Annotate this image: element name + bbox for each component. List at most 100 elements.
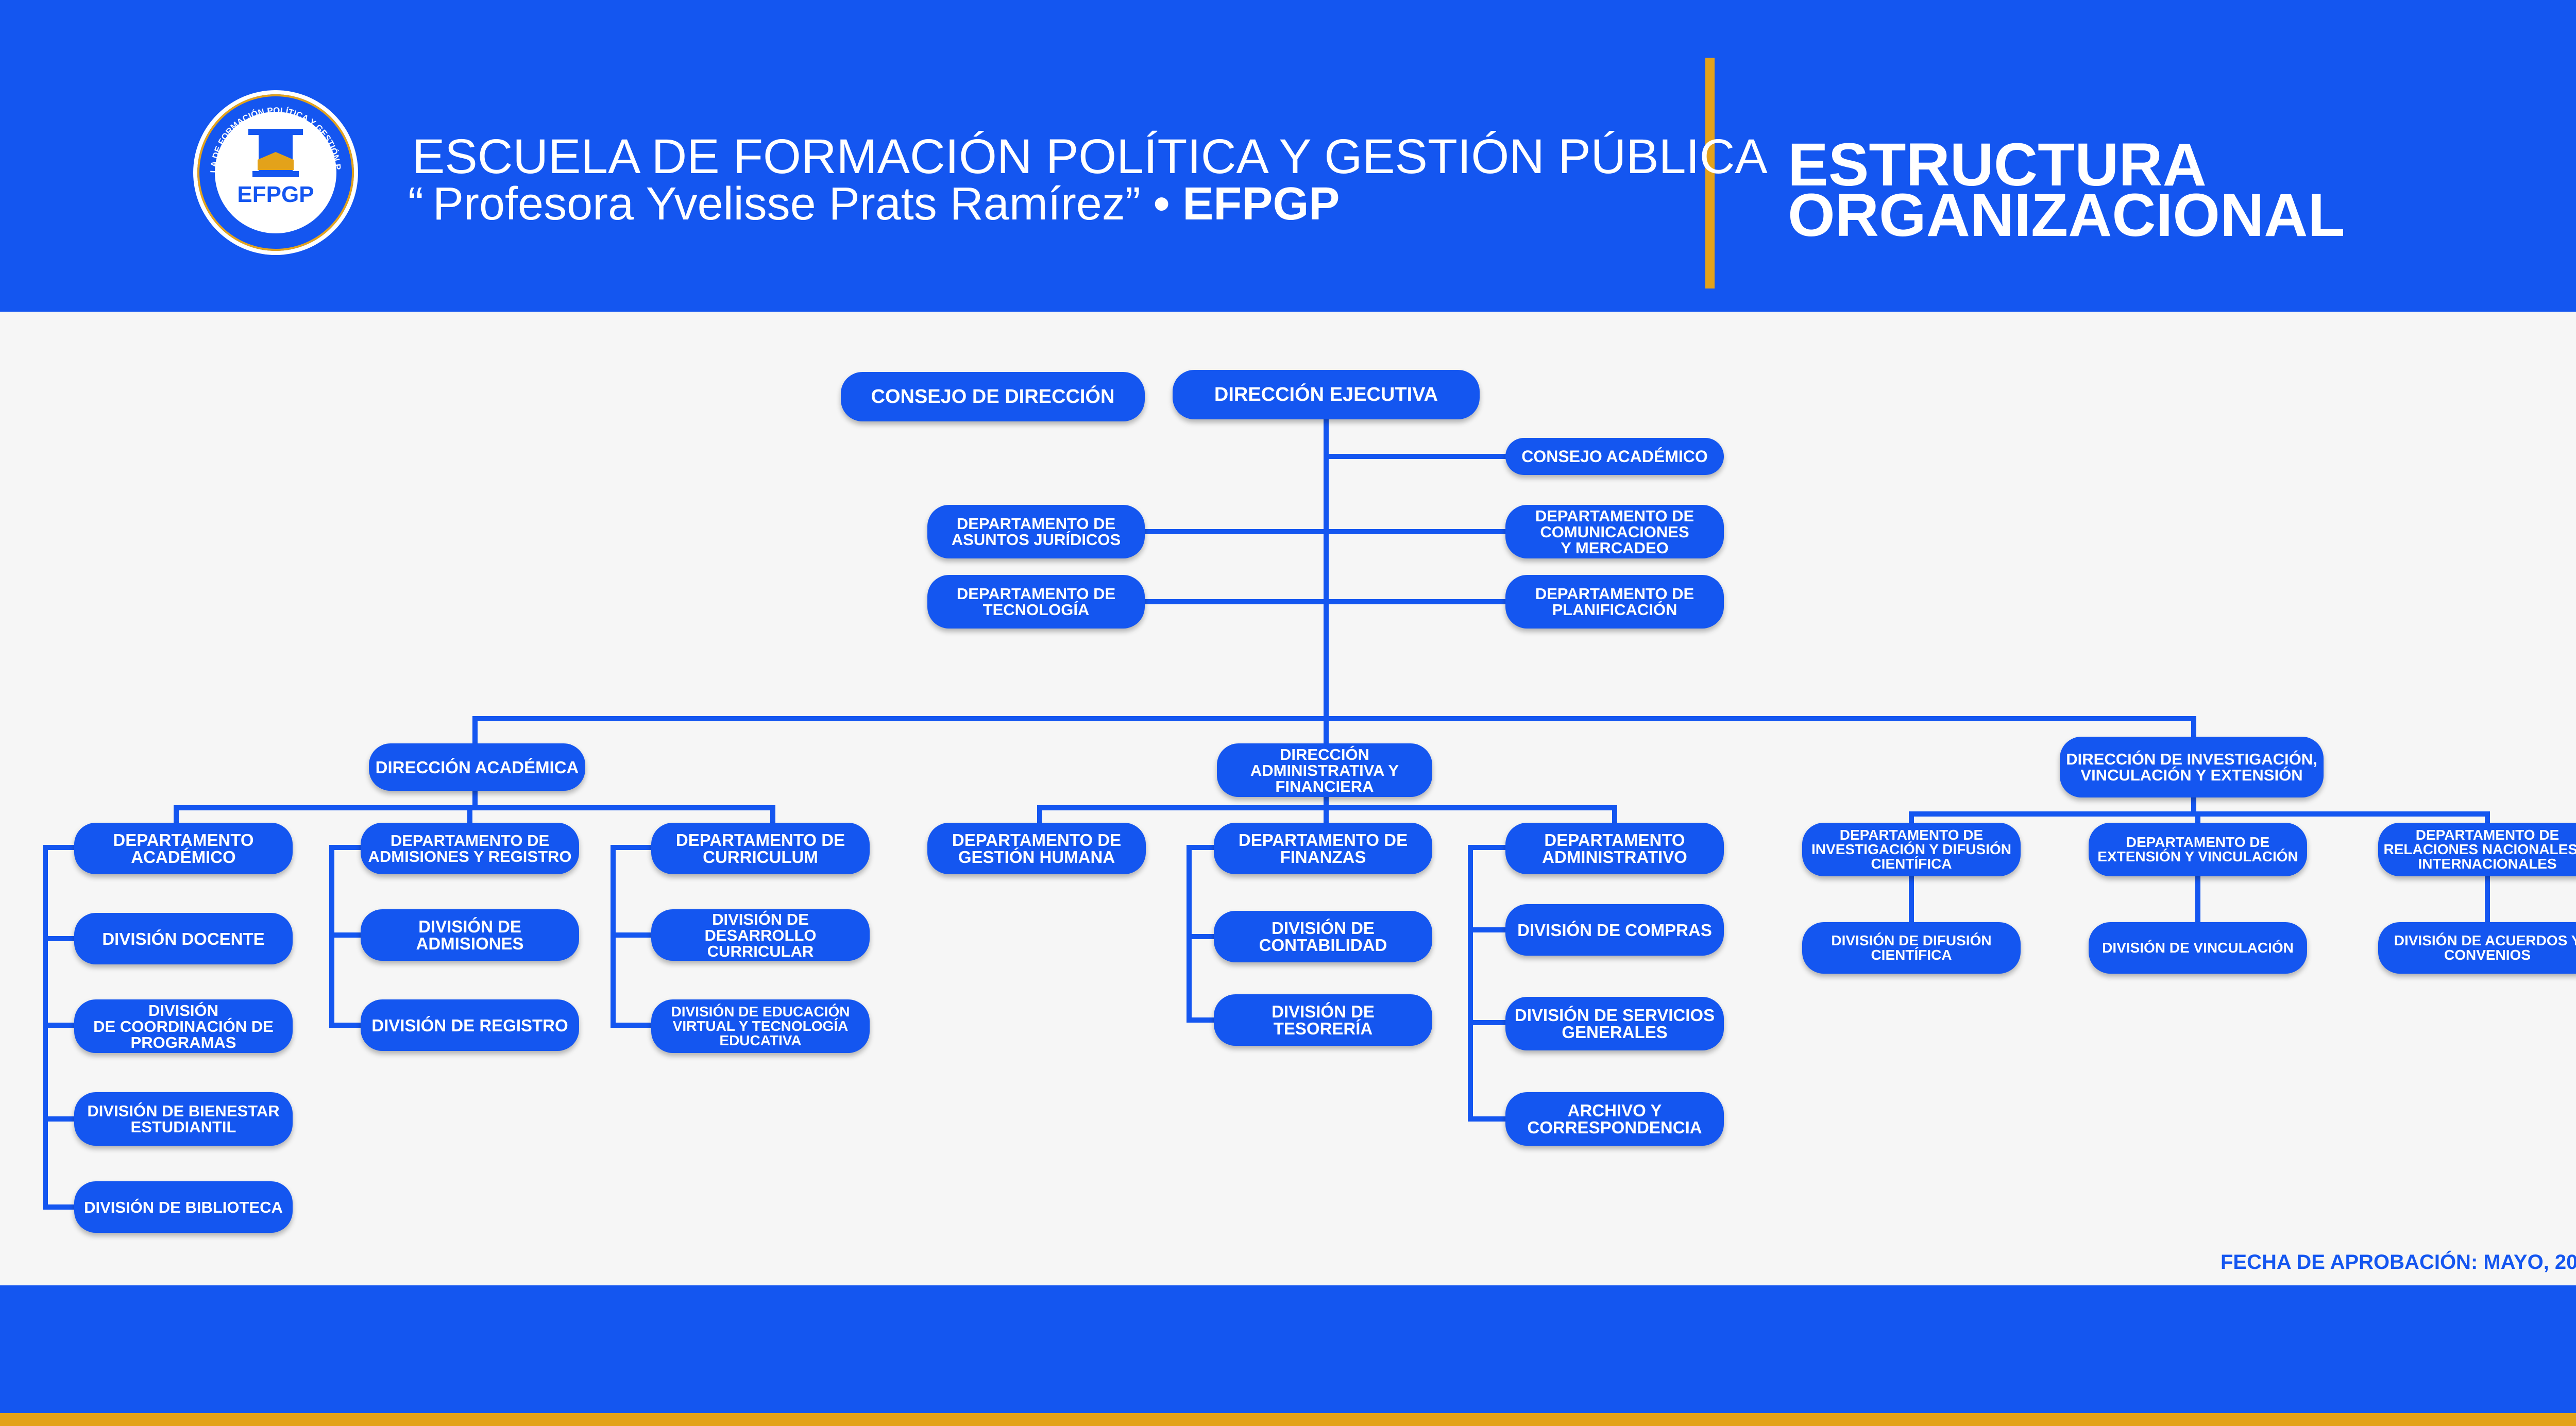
dep-comunicaciones-l3: Y MERCADEO [1561,538,1669,557]
dep-extension-l1: DEPARTAMENTO DE [2126,834,2270,850]
dep-gestion-humana-l1: DEPARTAMENTO DE [952,830,1122,850]
logo-abbr: EFPGP [237,182,314,207]
div-admisiones-l2: ADMISIONES [416,934,524,953]
dir-administrativa-l2: ADMINISTRATIVA Y [1250,761,1399,779]
dep-planificacion-l2: PLANIFICACIÓN [1552,601,1677,619]
dir-academica-label: DIRECCIÓN ACADÉMICA [375,757,579,777]
div-servicios-l1: DIVISIÓN DE SERVICIOS [1514,1006,1715,1025]
div-acuerdos-l2: CONVENIOS [2444,947,2531,963]
footer-band [0,1285,2576,1413]
div-tesoreria-l1: DIVISIÓN DE [1272,1002,1375,1021]
direccion-ejecutiva-label: DIRECCIÓN EJECUTIVA [1214,384,1438,405]
dep-tecnologia-l2: TECNOLOGÍA [982,601,1090,619]
dep-academico-l2: ACADÉMICO [131,847,236,867]
footer-gold-strip [0,1413,2576,1426]
dir-administrativa-l3: FINANCIERA [1275,777,1374,795]
dep-curriculum-l2: CURRICULUM [703,847,818,867]
efpgp-logo: ESCUELA DE FORMACIÓN POLÍTICA Y GESTIÓN … [191,88,358,255]
archivo-l1: ARCHIVO Y [1567,1101,1662,1120]
dep-investigacion-l3: CIENTÍFICA [1871,856,1952,872]
div-educacion-l1: DIVISIÓN DE EDUCACIÓN [671,1004,850,1020]
dir-academica-box: DIRECCIÓN ACADÉMICA [369,743,585,791]
dep-relaciones-l3: INTERNACIONALES [2418,856,2557,872]
header-divider [1705,58,1715,288]
dep-juridicos-l2: ASUNTOS JURÍDICOS [951,531,1121,549]
dep-admisiones-l2: ADMISIONES Y REGISTRO [368,847,572,865]
school-abbr: • EFPGP [1140,178,1340,230]
div-biblioteca-box: DIVISIÓN DE BIBLIOTECA [74,1181,293,1233]
div-difusion-l1: DIVISIÓN DE DIFUSIÓN [1831,932,1992,948]
div-docente-box: DIVISIÓN DOCENTE [74,913,293,964]
div-educacion-l2: VIRTUAL Y TECNOLOGÍA [672,1018,849,1034]
school-name-line2: “Profesora Yvelisse Prats Ramírez” • EFP… [408,178,1340,231]
dep-gestion-humana-l2: GESTIÓN HUMANA [958,847,1115,867]
consejo-academico-label: CONSEJO ACADÉMICO [1521,447,1708,466]
dir-investigacion-l2: VINCULACIÓN Y EXTENSIÓN [2080,766,2303,784]
consejo-direccion-box: CONSEJO DE DIRECCIÓN [841,372,1145,421]
div-vinculacion-box: DIVISIÓN DE VINCULACIÓN [2089,922,2307,974]
dir-investigacion-box: DIRECCIÓN DE INVESTIGACIÓN,VINCULACIÓN Y… [2060,737,2324,797]
dep-comunicaciones-l2: COMUNICACIONES [1540,522,1689,541]
dir-investigacion-label: DIRECCIÓN DE INVESTIGACIÓN,VINCULACIÓN Y… [2066,751,2317,783]
dep-investigacion-l2: INVESTIGACIÓN Y DIFUSIÓN [1811,841,2011,857]
direccion-ejecutiva-box: DIRECCIÓN EJECUTIVA [1173,370,1480,419]
div-educacion-l3: EDUCATIVA [719,1032,802,1048]
consejo-direccion-label: CONSEJO DE DIRECCIÓN [871,386,1115,408]
div-compras-label: DIVISIÓN DE COMPRAS [1517,920,1712,940]
dep-comunicaciones-l1: DEPARTAMENTO DE [1535,506,1694,525]
dir-investigacion-l1: DIRECCIÓN DE INVESTIGACIÓN, [2066,750,2317,768]
div-difusion-l2: CIENTÍFICA [1871,947,1952,963]
dep-relaciones-l2: RELACIONES NACIONALES E [2383,841,2576,857]
archivo-l2: CORRESPONDENCIA [1527,1118,1702,1137]
div-compras-box: DIVISIÓN DE COMPRAS [1505,904,1724,956]
div-coordinacion-l2: DE COORDINACIÓN DE [93,1017,274,1035]
div-desarrollo-l2: CURRICULAR [707,942,814,960]
approval-date: FECHA DE APROBACIÓN: MAYO, 2024 [2221,1251,2576,1274]
page-title-line2: ORGANIZACIONAL [1788,181,2345,249]
div-bienestar-l1: DIVISIÓN DE BIENESTAR [87,1102,280,1120]
consejo-academico-box: CONSEJO ACADÉMICO [1505,438,1724,475]
div-bienestar-l2: ESTUDIANTIL [130,1118,236,1136]
